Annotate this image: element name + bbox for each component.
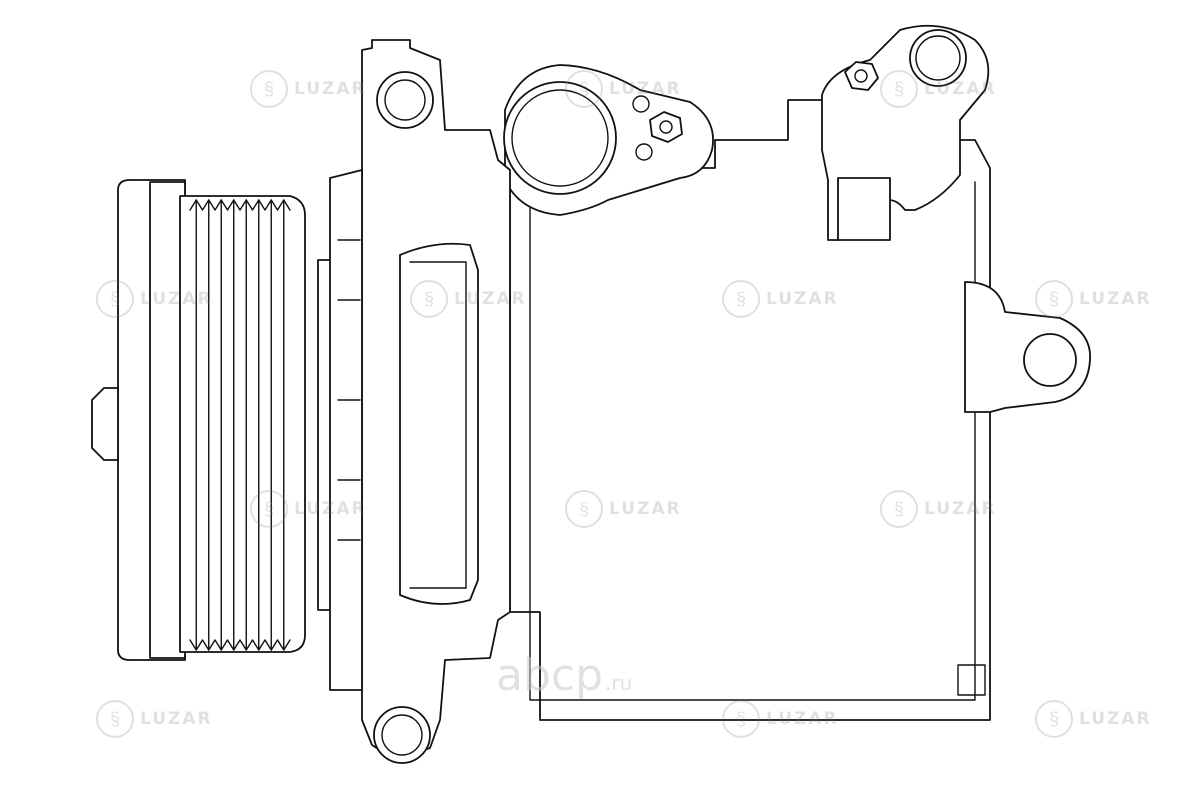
compressor-body: [509, 99, 1091, 721]
top-port-fitting: [503, 64, 714, 216]
top-right-bracket: [821, 24, 990, 241]
pulley-groove-profile: [189, 639, 291, 651]
pulley: [91, 179, 306, 661]
pulley-groove-profile: [189, 199, 291, 211]
abcp-watermark: abcp .ru: [496, 650, 633, 701]
front-housing: [361, 39, 511, 764]
clutch-coil: [317, 169, 363, 691]
